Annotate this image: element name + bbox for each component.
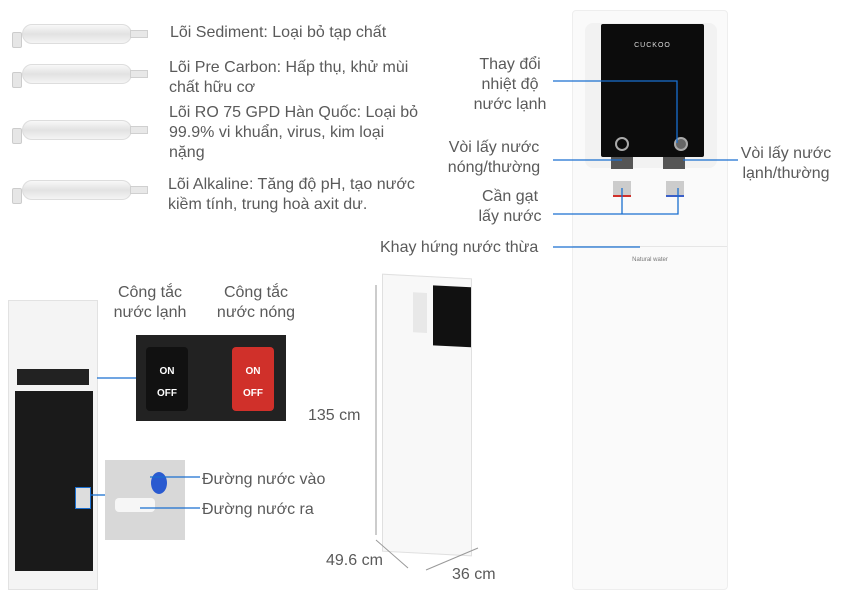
filter-sediment-image — [10, 22, 150, 48]
water-out-label: Đường nước ra — [202, 501, 314, 518]
height-dimension: 135 cm — [308, 407, 361, 424]
water-line-photo — [105, 460, 185, 540]
hot-switch-label: Công tắc nước nóng — [216, 284, 296, 321]
cold-switch-label: Công tắc nước lạnh — [113, 284, 187, 321]
brand-logo: CUCKOO — [634, 42, 671, 49]
drip-tray-label: Khay hứng nước thừa — [380, 239, 539, 256]
cold-tap[interactable] — [663, 157, 685, 169]
brand-tagline: Natural water — [632, 257, 668, 263]
water-in-label: Đường nước vào — [202, 471, 326, 488]
hot-tap-label: Vòi lấy nước nóng/thường — [447, 139, 541, 176]
lever-label: Cần gạt lấy nước — [478, 188, 542, 225]
filter-alkaline-label: Lõi Alkaline: Tăng độ pH, tạo nước kiềm … — [168, 176, 415, 213]
filter-alkaline-image — [10, 178, 150, 204]
back-view-image — [8, 300, 98, 590]
depth-dimension: 49.6 cm — [326, 552, 383, 569]
filter-ro-image — [10, 118, 150, 144]
hot-button[interactable] — [615, 137, 629, 151]
temp-change-label: Thay đổi nhiệt độ nước lạnh — [473, 56, 547, 113]
filter-ro-label: Lõi RO 75 GPD Hàn Quốc: Loại bỏ 99.9% vi… — [169, 104, 419, 161]
cold-tap-label: Vòi lấy nước lạnh/thường — [740, 145, 832, 182]
filter-pre-carbon-label: Lõi Pre Carbon: Hấp thụ, khử mùi chất hữ… — [169, 59, 409, 96]
width-dimension: 36 cm — [452, 566, 496, 583]
water-purifier-front: CUCKOO Natural water — [572, 10, 728, 590]
filter-pre-carbon-image — [10, 62, 150, 88]
cold-lever[interactable] — [666, 181, 684, 197]
filter-sediment-label: Lõi Sediment: Loại bỏ tạp chất — [170, 24, 387, 41]
